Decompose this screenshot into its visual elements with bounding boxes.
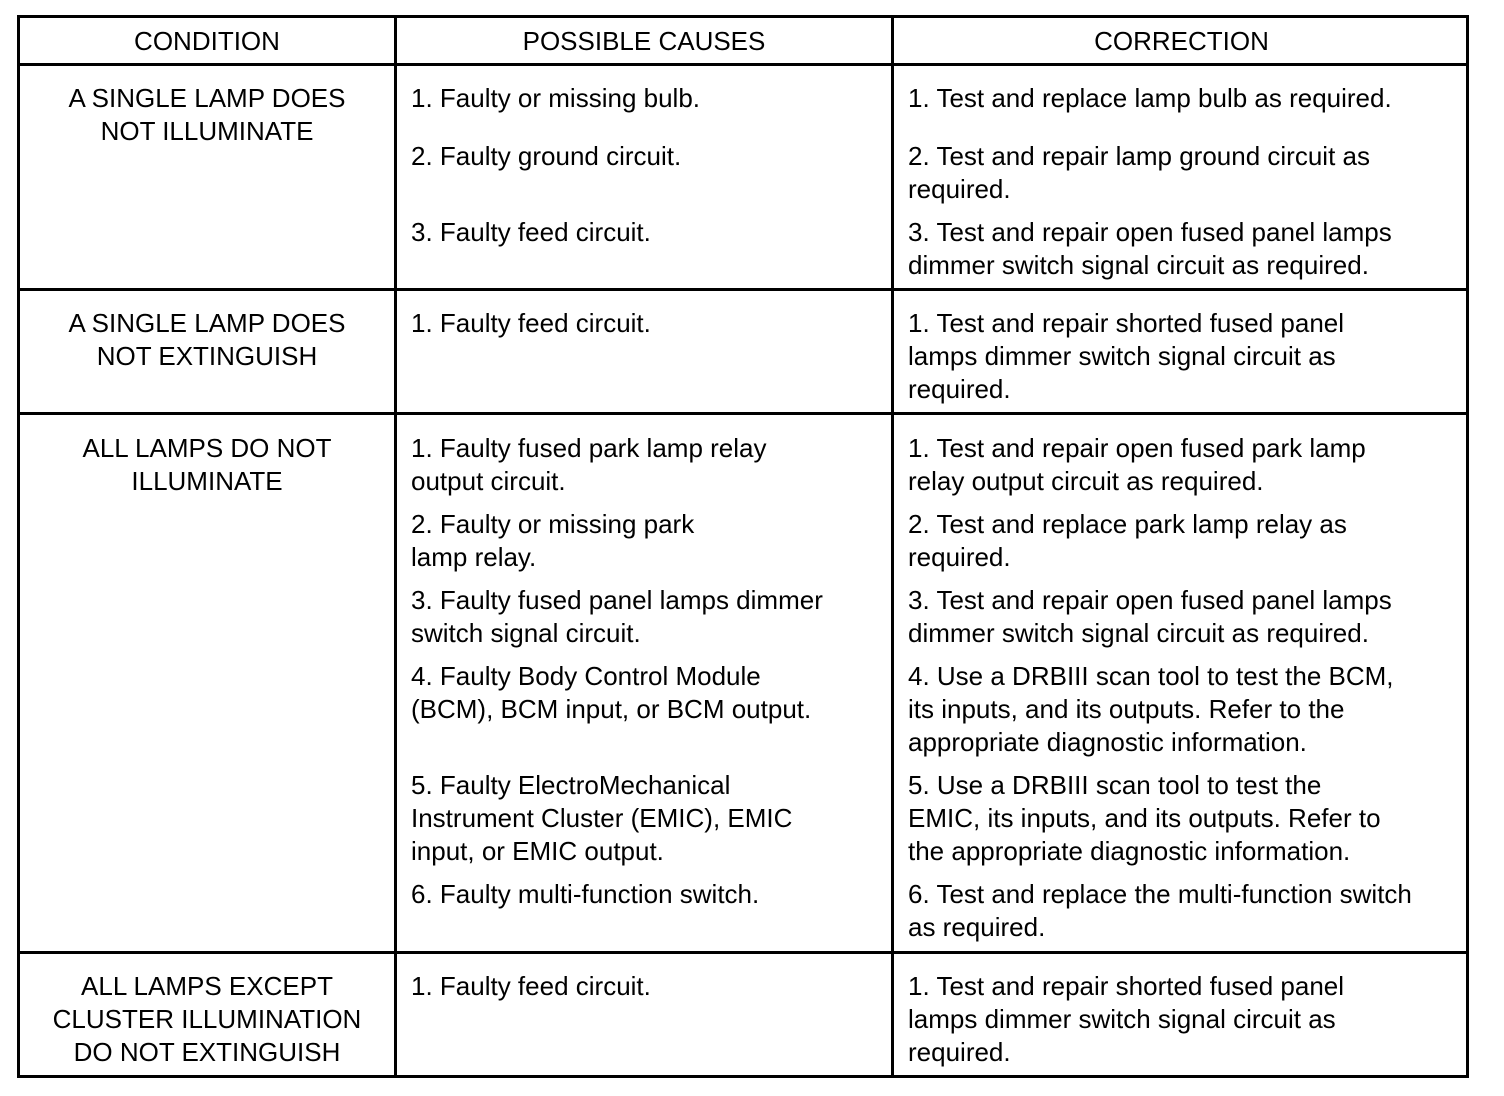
correction-item: 1. Test and repair shorted fused panel l… xyxy=(908,971,1345,1067)
correction-item: 4. Use a DRBIII scan tool to test the BC… xyxy=(908,661,1394,757)
condition-cell: ALL LAMPS EXCEPT CLUSTER ILLUMINATION DO… xyxy=(52,971,362,1067)
correction-item: 3. Test and repair open fused panel lamp… xyxy=(908,585,1392,648)
correction-item: 6. Test and replace the multi-function s… xyxy=(908,879,1412,942)
condition-cell: A SINGLE LAMP DOES NOT ILLUMINATE xyxy=(68,83,346,146)
cause-item: 1. Faulty or missing bulb. xyxy=(411,83,701,113)
cause-item: 2. Faulty or missing park lamp relay. xyxy=(411,509,695,572)
correction-item: 1. Test and replace lamp bulb as require… xyxy=(908,83,1392,113)
cause-item: 3. Faulty feed circuit. xyxy=(411,217,651,247)
row-divider xyxy=(20,288,1466,291)
header-correction: CORRECTION xyxy=(1094,25,1269,56)
row-divider xyxy=(20,412,1466,415)
cause-item: 6. Faulty multi-function switch. xyxy=(411,879,760,909)
cause-item: 3. Faulty fused panel lamps dimmer switc… xyxy=(411,585,823,648)
header-condition: CONDITION xyxy=(134,25,280,56)
cause-item: 2. Faulty ground circuit. xyxy=(411,141,682,171)
correction-item: 1. Test and repair shorted fused panel l… xyxy=(908,308,1345,404)
cause-item: 5. Faulty ElectroMechanical Instrument C… xyxy=(411,770,793,866)
header-possible-causes: POSSIBLE CAUSES xyxy=(522,25,766,56)
cause-item: 1. Faulty fused park lamp relay output c… xyxy=(411,433,767,496)
correction-item: 5. Use a DRBIII scan tool to test the EM… xyxy=(908,770,1381,866)
correction-item: 3. Test and repair open fused panel lamp… xyxy=(908,217,1392,280)
correction-item: 2. Test and repair lamp ground circuit a… xyxy=(908,141,1370,204)
condition-cell: ALL LAMPS DO NOT ILLUMINATE xyxy=(82,433,332,496)
cause-item: 1. Faulty feed circuit. xyxy=(411,971,651,1001)
correction-item: 1. Test and repair open fused park lamp … xyxy=(908,433,1366,496)
cause-item: 4. Faulty Body Control Module (BCM), BCM… xyxy=(411,661,812,724)
correction-item: 2. Test and replace park lamp relay as r… xyxy=(908,509,1347,572)
condition-cell: A SINGLE LAMP DOES NOT EXTINGUISH xyxy=(68,308,346,371)
row-divider xyxy=(20,63,1466,66)
column-divider xyxy=(394,18,397,1075)
row-divider xyxy=(20,951,1466,954)
column-divider xyxy=(891,18,894,1075)
diagnosis-table: CONDITION POSSIBLE CAUSES CORRECTION A S… xyxy=(17,15,1469,1078)
cause-item: 1. Faulty feed circuit. xyxy=(411,308,651,338)
